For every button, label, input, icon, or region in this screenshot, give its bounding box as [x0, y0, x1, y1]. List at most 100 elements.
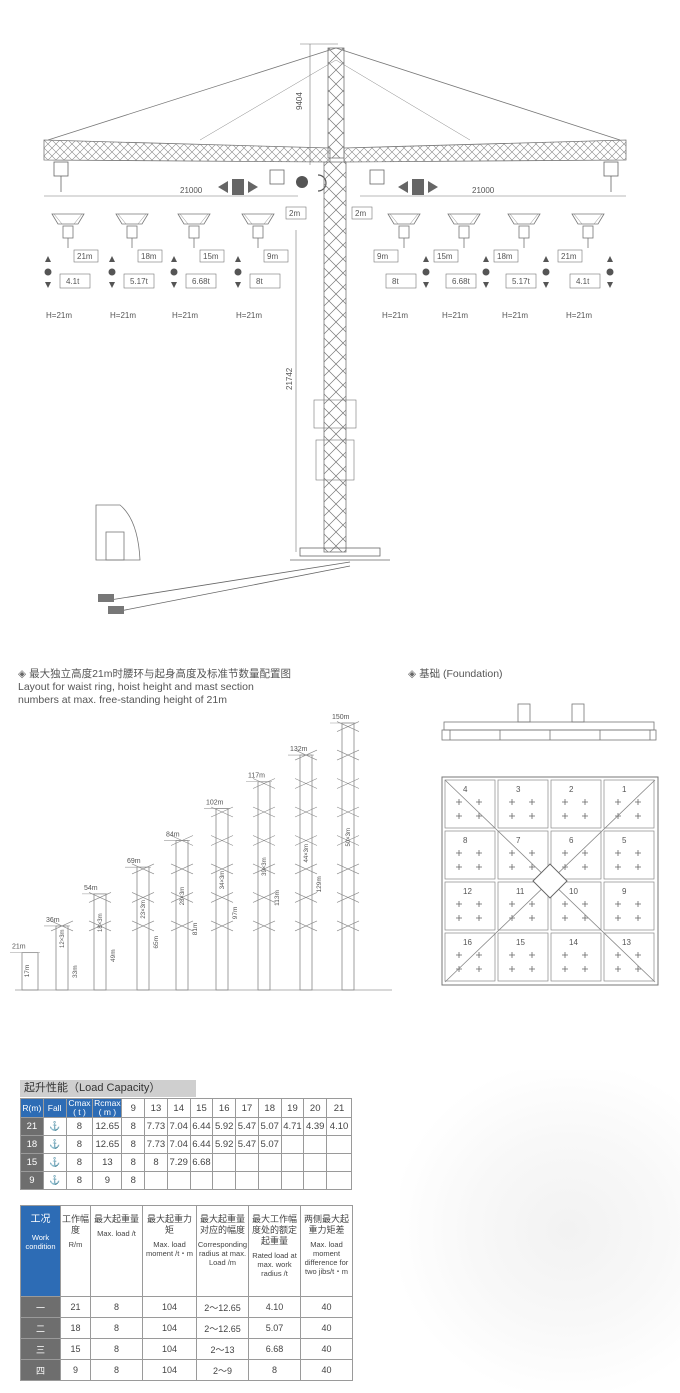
jib-left	[43, 139, 331, 163]
load-capacity-cell: 8	[121, 1117, 146, 1136]
tower-mast-69m	[136, 866, 150, 991]
load-capacity-cell: ⚓	[42, 1135, 67, 1154]
load-capacity-cell: 5.92	[212, 1135, 237, 1154]
load-capacity-cell: 8	[144, 1153, 168, 1172]
bolt-mark	[615, 915, 621, 921]
block-number: 16	[463, 938, 472, 947]
bolt-mark	[509, 952, 515, 958]
work-condition-cell: 三	[20, 1338, 61, 1360]
mast-height-label: 97m	[232, 907, 239, 920]
load-capacity-cell: 18	[20, 1135, 44, 1154]
bolt-mark	[509, 966, 515, 972]
bolt-mark	[456, 813, 462, 819]
load-capacity-cell: ⚓	[42, 1153, 67, 1172]
bolt-mark	[509, 864, 515, 870]
bolt-mark	[529, 813, 535, 819]
foundation-block	[550, 779, 602, 829]
mast-height-label: 113m	[274, 890, 281, 906]
work-condition-cell: 5.07	[248, 1317, 301, 1339]
mast-top-height-label: 9404	[295, 92, 304, 110]
bolt-mark	[562, 952, 568, 958]
tower-top-label: 150m	[332, 714, 350, 721]
section-count-label: 23×3m	[141, 900, 147, 919]
radius-label: 21m	[77, 252, 93, 261]
trolley-arrows-right	[398, 179, 438, 195]
section-length-label: 17m	[24, 965, 31, 978]
down-arrow-icon	[543, 282, 549, 288]
load-capacity-cell: 5.47	[235, 1117, 259, 1136]
layout-title-en-1: Layout for waist ring, hoist height and …	[18, 681, 254, 693]
up-arrow-icon	[235, 256, 241, 262]
block-number: 8	[463, 836, 468, 845]
tower-mast-84m	[175, 840, 189, 991]
bolt-mark	[529, 915, 535, 921]
load-capacity-cell: ⚓	[42, 1117, 67, 1136]
bolt-mark	[476, 799, 482, 805]
mast-height-label: 21742	[285, 367, 294, 390]
height-label: H=21m	[172, 311, 198, 320]
load-capacity-cell: 8	[65, 1135, 94, 1154]
foundation-block	[444, 932, 496, 982]
work-condition-cell: 2～12.65	[196, 1317, 249, 1339]
section-count-label: 28×3m	[180, 887, 186, 906]
bolt-mark	[562, 901, 568, 907]
load-dot-icon	[482, 268, 490, 276]
tie-mark	[336, 835, 360, 846]
right-trolley-positions: 9m8tH=21m15m6.68tH=21m18m5.17tH=21m21m4.…	[373, 213, 614, 320]
tower-top-label: 102m	[206, 799, 224, 806]
tower-top-label: 84m	[166, 831, 180, 838]
tie-mark	[336, 892, 360, 903]
load-capacity-cell: 7.04	[166, 1135, 191, 1154]
load-capacity-cell: 13	[92, 1153, 123, 1172]
jib-left-dimension: 21000	[180, 186, 203, 195]
bolt-mark	[509, 850, 515, 856]
bullet-icon: ◈	[18, 668, 27, 680]
mast-height-label: 129m	[316, 876, 323, 892]
section-count-label: 39×3m	[262, 857, 268, 876]
load-capacity-cell: 9	[92, 1171, 123, 1190]
bolt-mark	[476, 850, 482, 856]
load-capacity-header-cell: 16	[212, 1098, 237, 1118]
bolt-mark	[509, 813, 515, 819]
foundation-block	[603, 830, 655, 880]
work-condition-cell: 2～13	[196, 1338, 249, 1360]
load-capacity-cell: 8	[65, 1153, 94, 1172]
load-capacity-cell: 9	[20, 1171, 44, 1190]
up-arrow-icon	[423, 256, 429, 262]
tower-head	[47, 47, 621, 159]
bolt-mark	[456, 952, 462, 958]
background-haze	[400, 1070, 680, 1390]
load-capacity-header-cell: 18	[257, 1098, 282, 1118]
trolley-icon	[177, 213, 211, 225]
trolley-icon	[571, 213, 605, 225]
bolt-mark	[582, 915, 588, 921]
foundation-block	[603, 881, 655, 931]
block-number: 15	[516, 938, 525, 947]
bolt-mark	[582, 966, 588, 972]
bolt-mark	[582, 952, 588, 958]
load-capacity-cell	[280, 1135, 305, 1154]
work-condition-cell: 104	[142, 1338, 197, 1360]
bolt-mark	[615, 864, 621, 870]
hook-fall-icon: ⚓	[49, 1175, 61, 1185]
trolley-icon	[51, 213, 85, 225]
winch-units	[98, 594, 124, 614]
bolt-mark	[456, 799, 462, 805]
block-number: 12	[463, 887, 472, 896]
load-capacity-cell: 5.92	[212, 1117, 237, 1136]
load-capacity-cell: 6.44	[189, 1135, 214, 1154]
load-capacity-cell	[257, 1153, 282, 1172]
tie-mark	[50, 920, 74, 932]
work-condition-cell: 104	[142, 1317, 197, 1339]
tower-top-label: 36m	[46, 917, 60, 924]
tower-top-label: 132m	[290, 746, 308, 753]
trolley-icon	[507, 213, 541, 225]
